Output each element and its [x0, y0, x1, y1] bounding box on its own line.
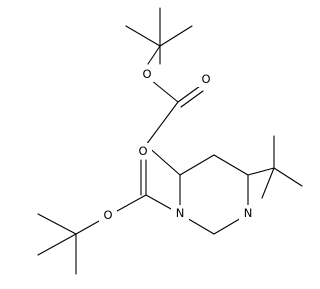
bond-ring-c3-n4 — [213, 154, 249, 176]
bond-lines — [37, 7, 303, 275]
bond-ac-co-double-a — [177, 85, 201, 103]
bond-tbu-top-methyl-right — [159, 25, 193, 47]
atom-label-o-acetate-ester: O — [142, 67, 151, 81]
bond-tbu-right-down — [261, 167, 275, 199]
chemical-structure-diagram: O O O O N N — [37, 7, 303, 275]
bond-n4-to-tbu — [247, 167, 275, 176]
atom-labels: O O O O N N — [99, 66, 257, 223]
atom-label-o-acetate-carbonyl: O — [201, 72, 210, 86]
bond-tbu-left-up — [37, 213, 77, 235]
bond-tbu-top-to-o — [147, 45, 161, 65]
bond-tbu-right-right — [273, 167, 303, 187]
bond-ac-c-to-ch2 — [145, 101, 179, 146]
bond-ring-c2-c3 — [179, 154, 215, 176]
atom-label-o-carbamate-carbonyl: O — [138, 144, 147, 158]
bond-tbu-top-methyl-left — [125, 25, 161, 47]
atom-label-n4: N — [244, 206, 253, 220]
bond-ac-o-to-c — [150, 79, 179, 103]
bond-tbu-left-down-left — [37, 233, 77, 256]
bond-ac-co-double-b — [180, 90, 204, 108]
atom-label-n1: N — [176, 206, 185, 220]
atom-label-o-carbamate-ester: O — [103, 208, 112, 222]
